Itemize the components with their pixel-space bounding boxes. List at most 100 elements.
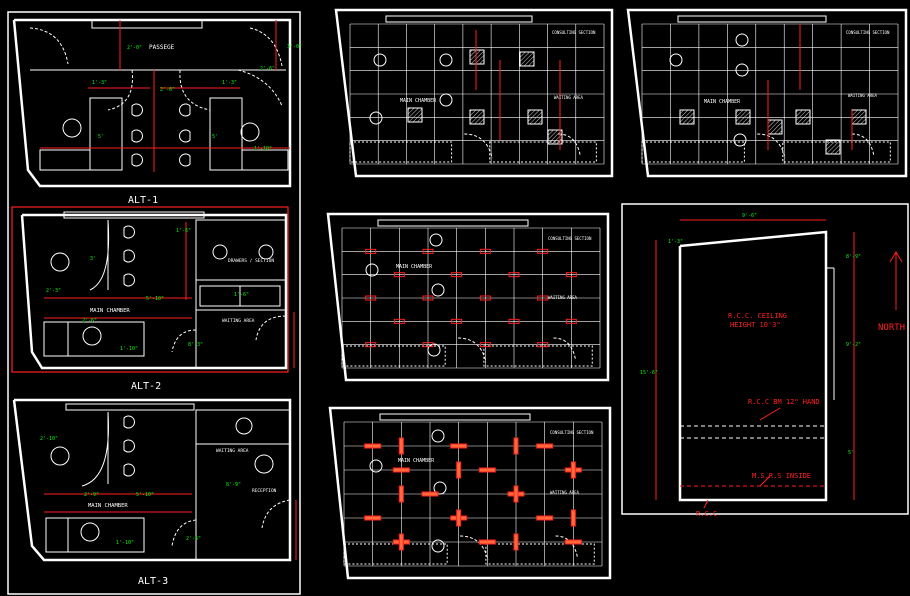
plan-c-door-arc — [458, 337, 487, 363]
plan-d-bar — [478, 539, 496, 545]
alt2-waiting-label: WAITING AREA — [222, 318, 255, 324]
plan-d-bar — [456, 461, 462, 479]
alt2-dim-2: 2'-6" — [82, 318, 97, 324]
plan-a-section-label: CONSULTING SECTION — [552, 30, 596, 35]
alt3-dim-4: 2'-6" — [186, 536, 201, 542]
alt2-dim-9: 1'-10" — [120, 346, 138, 352]
plan-a-hatched-column — [469, 109, 485, 125]
plan-d-bar — [398, 533, 404, 551]
plan-a-hatched-column — [469, 49, 485, 65]
plan-b-hatched-column — [735, 109, 751, 125]
plan-c-pin — [508, 318, 520, 324]
plan-d-fixture — [369, 459, 383, 473]
plan-a-hatched-column — [407, 107, 423, 123]
plan-c-dashed-band — [341, 345, 446, 367]
plan-d-fixture — [433, 481, 447, 495]
site-dim-right-3: 5' — [848, 450, 854, 456]
plan-a-fixture — [439, 53, 453, 67]
plan-b-fixture — [735, 63, 749, 77]
site-msrs-label: M.S.R.S INSIDE — [752, 472, 811, 480]
plan-c-section-label: CONSULTING SECTION — [548, 236, 592, 241]
plan-c-pin — [508, 272, 520, 278]
plan-d-bar — [536, 515, 554, 521]
plan-b-fixture — [733, 133, 747, 147]
alt1-dim-11: 5' — [212, 134, 218, 140]
plan-b-hatched-column — [825, 139, 841, 155]
plan-c-top-notch — [377, 219, 529, 227]
plan-c-dashed-band — [483, 345, 593, 367]
plan-a-hatched-column — [547, 129, 563, 145]
plan-a-fixture — [439, 93, 453, 107]
plan-c-main-label: MAIN CHAMBER — [396, 264, 433, 270]
plan-c-pin — [565, 272, 577, 278]
alt2-section-label: DRAWERS / SECTION — [228, 258, 274, 264]
plan-a-fixture — [373, 53, 387, 67]
plan-d-bar — [478, 467, 496, 473]
plan-a-hatched-column — [519, 51, 535, 67]
plan-d-door-arc — [555, 535, 579, 559]
plan-b-hatched-column — [767, 119, 783, 135]
site-dim-left: 15'-6" — [640, 370, 658, 376]
plan-c-pin — [422, 295, 434, 301]
site-north-label: NORTH — [878, 323, 905, 333]
plan-c-pin — [537, 342, 549, 348]
alt3-dim-3: 1'-10" — [116, 540, 134, 546]
plan-c-pin — [451, 272, 463, 278]
plan-a-dashed-band — [489, 141, 597, 163]
alt2-main-label: MAIN CHAMBER — [90, 308, 130, 314]
plan-a-top-notch — [385, 15, 533, 23]
plan-c-fixture — [365, 263, 379, 277]
plan-c-pin — [537, 295, 549, 301]
plan-c-pin — [479, 248, 491, 254]
plan-d-bar — [398, 485, 404, 503]
plan-d-fixture — [431, 429, 445, 443]
alt1-dim-9: 1'-10" — [254, 146, 272, 152]
alt3-dim-2: 5'-10" — [136, 492, 154, 498]
plan-d-bar — [392, 467, 410, 473]
plan-c-pin — [393, 272, 405, 278]
alt3-dim-5: 8'-9" — [226, 482, 241, 488]
plan-c-pin — [365, 248, 377, 254]
plan-a-dashed-band — [349, 141, 453, 163]
grid-plans-group — [326, 8, 908, 580]
alt1-dim-2: 1'-3" — [92, 80, 107, 86]
plan-d-dashed-band — [485, 543, 595, 565]
alt2-dim-4: 5'-10" — [146, 296, 164, 302]
plan-c-door-arc — [553, 337, 577, 361]
plan-d-bar — [456, 509, 462, 527]
plan-b-main-label: MAIN CHAMBER — [704, 99, 741, 105]
plan-d-bar — [570, 509, 576, 527]
site-rcc-label: R.C.C — [696, 510, 717, 518]
alt3-dim-0: 2'-10" — [40, 436, 58, 442]
plan-d-bar — [564, 539, 582, 545]
plan-c-fixture — [429, 233, 443, 247]
alt1-dim-12: 3'-0" — [287, 44, 302, 50]
plan-c-pin — [479, 342, 491, 348]
alt2-title: ALT-2 — [131, 381, 161, 392]
left-column-frame — [7, 11, 301, 595]
alt2-plan — [11, 206, 295, 373]
plan-b-door-arc — [757, 133, 786, 159]
site-ceiling-label: R.C.C. CEILING — [728, 312, 787, 320]
plan-b-fixture — [735, 33, 749, 47]
plan-d-waiting-label: WAITING AREA — [550, 490, 579, 495]
plan-b-hatched-column — [679, 109, 695, 125]
alt1-room-label: PASSEGE — [149, 44, 175, 51]
alt2-dim-6: 1'-6" — [234, 292, 249, 298]
plan-b-section-label: CONSULTING SECTION — [846, 30, 890, 35]
alt1-dim-10: 5' — [98, 134, 104, 140]
plan-b-dashed-band — [641, 141, 745, 163]
plan-d-section-label: CONSULTING SECTION — [550, 430, 594, 435]
alt2-dim-1: 3' — [90, 256, 96, 262]
plan-c-waiting-label: WAITING AREA — [548, 295, 577, 300]
alt3-plan — [12, 398, 297, 562]
plan-a-outer-wall — [334, 8, 614, 178]
plan-a-main-label: MAIN CHAMBER — [400, 98, 437, 104]
plan-a-door-arc — [464, 133, 493, 159]
alt2-dim-3: 2'-3" — [46, 288, 61, 294]
plan-c-pin — [393, 318, 405, 324]
site-dim-right-1: 8'-9" — [846, 254, 861, 260]
plan-c-pin — [451, 318, 463, 324]
site-beam-label: R.C.C BM 12" HAND — [748, 398, 820, 406]
